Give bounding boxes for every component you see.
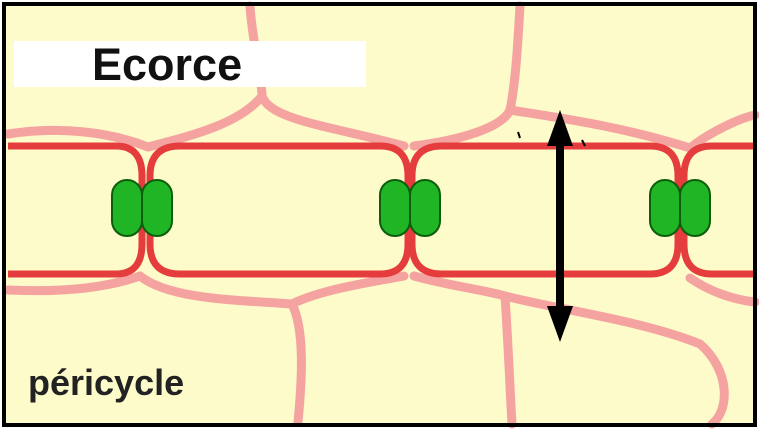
endodermis-cell-2 [146,142,412,278]
casparian-strip-1 [111,179,173,237]
casparian-strip-2 [379,179,441,237]
label-pericycle: péricycle [28,362,185,403]
casparian-strip-3 [649,179,711,237]
label-ecorce: Ecorce [92,39,243,90]
cortex-wall-lower-left-edge [3,271,145,296]
cortex-wall-upper-junction-left [143,91,267,152]
label-background [14,41,366,87]
double-headed-arrow-icon [547,110,573,342]
cortex-wall-lower-far-right [685,273,759,307]
cortex-wall-upper-far-right [505,105,759,153]
endodermis-cell-3 [408,142,682,278]
cortex-wall-upper-left [3,125,153,152]
cortex-wall-lower-mid [287,271,409,309]
arrow-tick-marks [517,131,586,147]
casparian-strips [111,179,711,237]
